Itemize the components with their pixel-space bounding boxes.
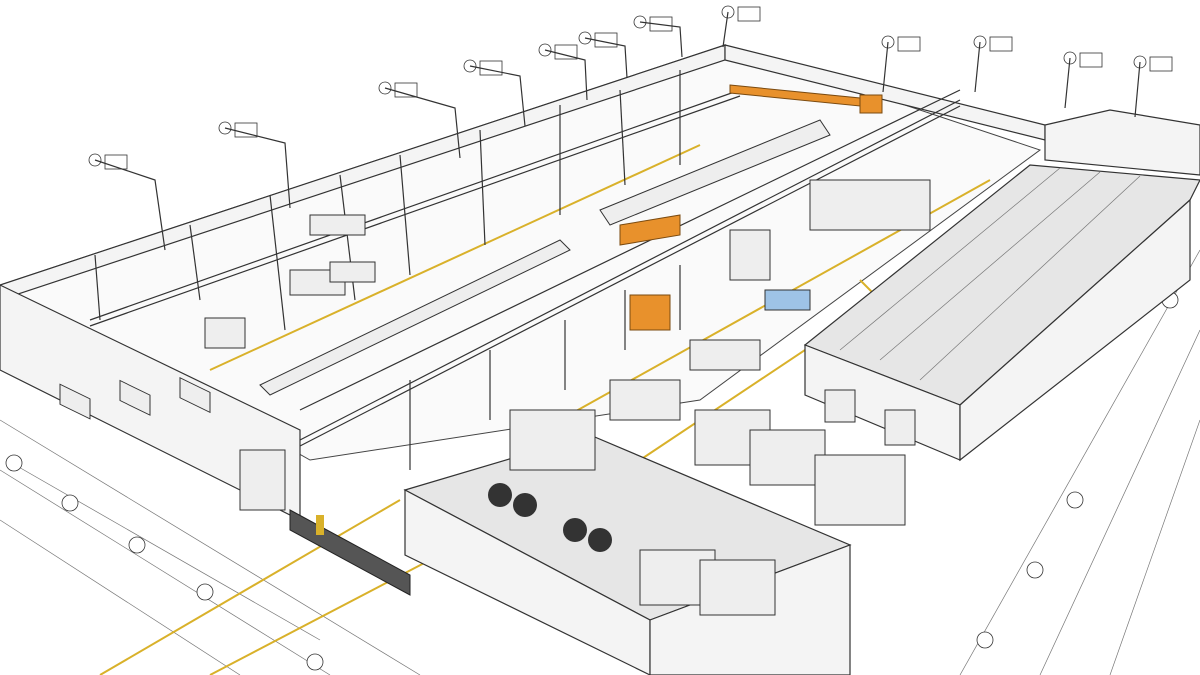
callout	[578, 31, 628, 79]
gate-post	[316, 515, 324, 535]
equipment	[204, 179, 931, 526]
rooftop-room	[509, 409, 596, 471]
rooftop-unit	[699, 559, 776, 616]
grid-axis-marker-icon	[306, 653, 324, 671]
ventilation-fan-icon	[563, 518, 587, 542]
callout	[218, 121, 291, 209]
callout	[463, 59, 526, 127]
callout	[973, 35, 1013, 93]
grid-axis-marker-icon	[1026, 561, 1044, 579]
grid-axis-marker-icon	[976, 631, 994, 649]
rooftop-fans	[488, 483, 612, 552]
ventilation-fan-icon	[488, 483, 512, 507]
front-office-wall	[404, 489, 651, 675]
crane-trolley	[859, 94, 883, 114]
roof-ribs	[839, 167, 1141, 381]
left-wall-windows	[59, 377, 211, 420]
production-line	[259, 239, 571, 396]
callout	[1063, 51, 1103, 109]
callout	[633, 15, 683, 58]
callout	[378, 81, 461, 159]
callouts	[88, 5, 1173, 251]
back-office-building	[1044, 109, 1200, 176]
ventilation-fan-icon	[588, 528, 612, 552]
roller-door	[239, 449, 286, 511]
crane-runway-beams	[89, 89, 961, 447]
callout	[88, 153, 166, 251]
grid-axis-marker-icon	[128, 536, 146, 554]
callout	[1133, 55, 1173, 118]
process-pipe	[599, 119, 831, 226]
crane-carriage	[619, 214, 681, 246]
callout	[538, 43, 588, 101]
ventilation-fan-icon	[513, 493, 537, 517]
callout	[721, 5, 761, 48]
grid-axis-markers	[5, 291, 1179, 671]
entrance-gate	[289, 509, 411, 596]
warehouse-side-wall	[959, 198, 1191, 462]
grid-axis-marker-icon	[1066, 491, 1084, 509]
warehouse-door	[884, 409, 916, 446]
grid-axis-marker-icon	[61, 494, 79, 512]
grid-axis-marker-icon	[196, 583, 214, 601]
site-grid	[0, 249, 1200, 675]
grid-axis-marker-icon	[5, 454, 23, 472]
warehouse-door	[824, 389, 856, 423]
callout	[881, 35, 921, 93]
